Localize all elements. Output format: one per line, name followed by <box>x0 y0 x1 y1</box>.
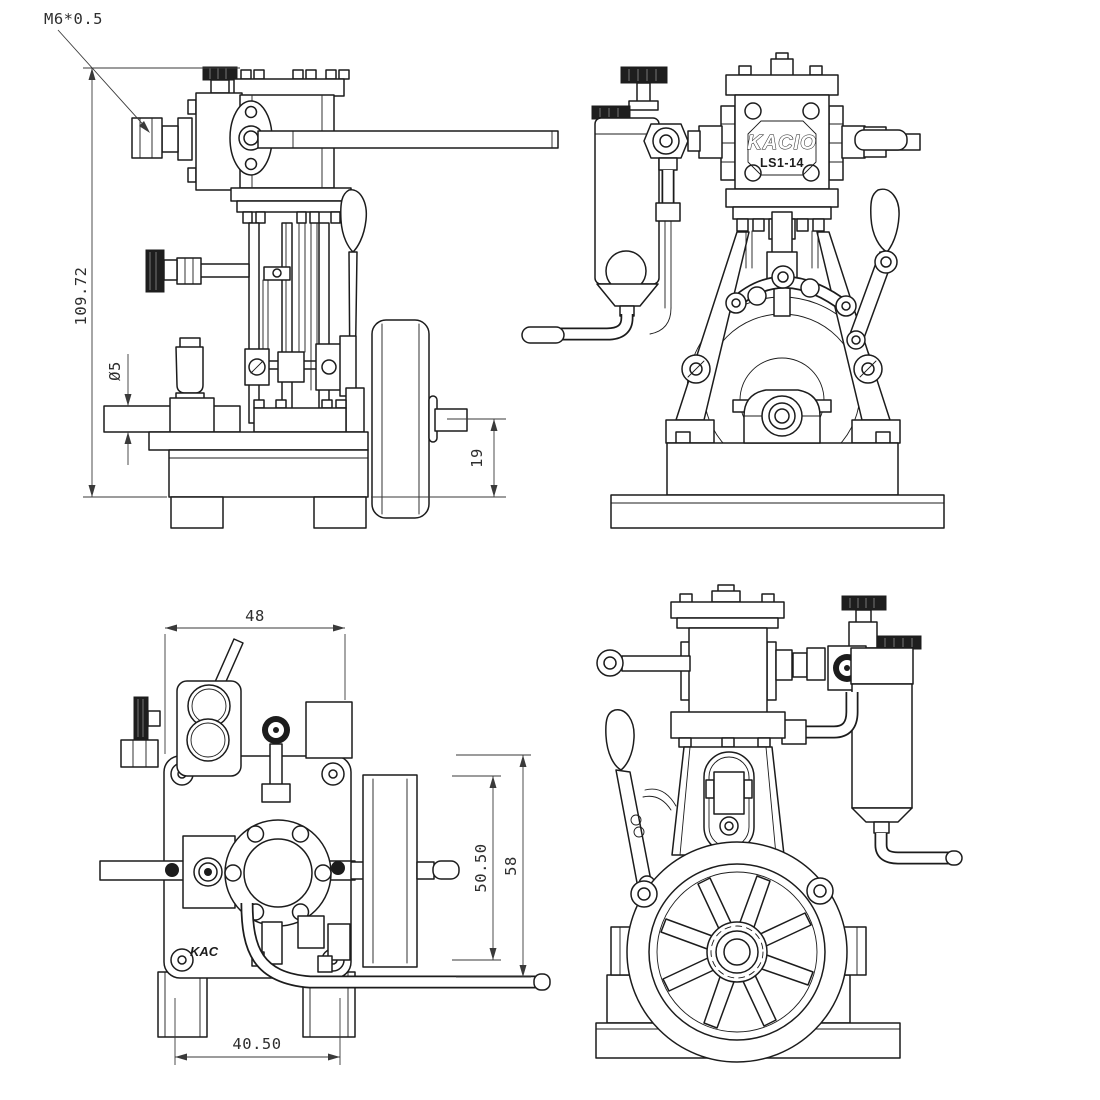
dim-shaft-center-height: 19 <box>371 418 506 498</box>
foot-spacing-label: 40.50 <box>232 1035 281 1053</box>
dim-overall-height: 109.72 <box>72 67 240 498</box>
nameplate-model: LS1-14 <box>760 156 804 170</box>
front-view: KACIO LS1-14 <box>521 52 945 529</box>
base-width-label: 48 <box>245 607 265 625</box>
dim-inner-depth: 50.50 <box>452 775 501 961</box>
thread-callout-label: M6*0.5 <box>44 10 103 28</box>
shaft-diameter-label: Ø5 <box>106 361 124 381</box>
dim-base-depth: 58 <box>456 754 531 978</box>
rear-view <box>595 584 963 1063</box>
dim-thread-callout: M6*0.5 <box>44 10 150 133</box>
overall-height-label: 109.72 <box>72 267 90 326</box>
side-view <box>103 66 559 529</box>
dim-foot-spacing: 40.50 <box>174 998 341 1065</box>
inner-depth-label: 50.50 <box>472 843 490 892</box>
dim-base-width: 48 <box>164 607 346 754</box>
dimension-annotations: M6*0.5 109.72 Ø5 19 <box>44 10 531 1065</box>
base-depth-label: 58 <box>502 856 520 876</box>
nameplate-partial: KAC <box>190 944 219 959</box>
dim-shaft-diameter: Ø5 <box>106 354 132 465</box>
nameplate-brand: KACIO <box>747 132 816 154</box>
plan-view: KAC <box>99 638 551 1038</box>
shaft-height-label: 19 <box>468 448 486 468</box>
